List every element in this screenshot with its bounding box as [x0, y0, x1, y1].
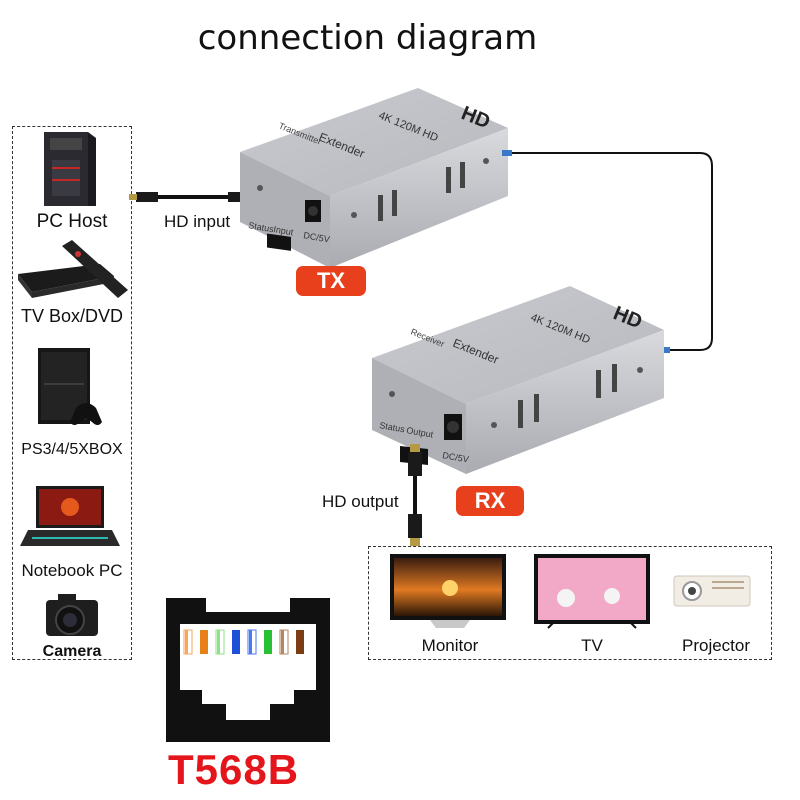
rj45-pin-5	[248, 630, 256, 654]
rj45-pin-6	[264, 630, 272, 654]
wiring-standard-label: T568B	[168, 746, 299, 794]
source-label-camera: Camera	[12, 643, 132, 661]
rj45-pin-8	[296, 630, 304, 654]
rx-tag: RX	[456, 486, 524, 516]
display-label-projector: Projector	[666, 636, 766, 656]
hd-input-label: HD input	[164, 212, 230, 232]
camera-icon	[46, 594, 98, 636]
source-label-pc-host: PC Host	[12, 211, 132, 233]
rj45-pin-2	[200, 630, 208, 654]
rj45-pin-4	[232, 630, 240, 654]
game-console-icon	[38, 348, 102, 425]
display-label-tv: TV	[536, 636, 648, 656]
source-label-notebook: Notebook PC	[12, 561, 132, 581]
tv-box-icon	[18, 240, 128, 298]
rj45-pin-1	[184, 630, 192, 654]
hd-output-label: HD output	[322, 492, 399, 512]
notebook-icon	[20, 486, 120, 546]
rj45-socket-diagram	[166, 598, 330, 742]
pc-host-icon	[44, 132, 96, 206]
tx-tag: TX	[296, 266, 366, 296]
hd-output-cable	[408, 444, 422, 546]
source-label-tv-box: TV Box/DVD	[12, 306, 132, 327]
display-label-monitor: Monitor	[394, 636, 506, 656]
source-label-console: PS3/4/5XBOX	[12, 441, 132, 459]
rj45-pin-3	[216, 630, 224, 654]
rj45-pin-7	[280, 630, 288, 654]
